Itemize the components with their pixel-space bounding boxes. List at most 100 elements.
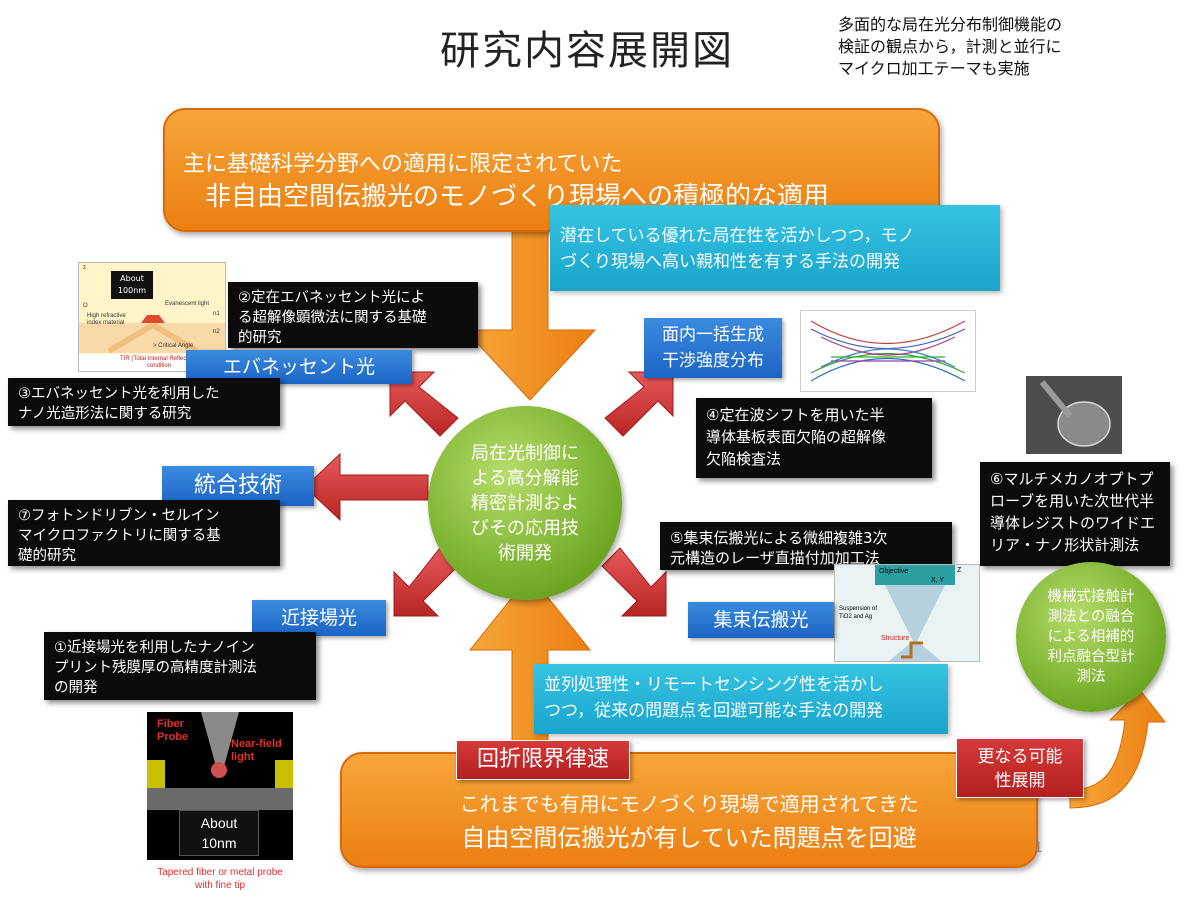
laser-suspension-label: Suspension of TiO2 and Ag: [839, 605, 877, 621]
near-field-light-line: Near-field: [231, 738, 282, 750]
fiber-caption: Tapered fiber or metal probe with fine t…: [130, 866, 310, 892]
research-box-7-line: ⑦フォトンドリブン・セルイン: [18, 508, 220, 524]
center-line: 精密計測およ: [471, 492, 579, 514]
tir-o-label: O: [83, 303, 88, 309]
center-line: 局在光制御に: [471, 442, 579, 464]
top-banner-line-1: 主に基礎科学分野への適用に限定されていた: [183, 152, 623, 177]
tir-caption-line: TIR (Total Internal Reflection): [119, 356, 199, 362]
bottom-cyan-line: つつ，従来の問題点を回避可能な手法の開発: [544, 701, 884, 721]
fiber-probe-label-line: Probe: [157, 731, 189, 743]
fiber-about-value: 10nm: [201, 835, 237, 851]
tir-n2-label: n2: [213, 329, 220, 335]
tir-high-index-line: High refractive: [87, 313, 126, 319]
tir-about-value: 100nm: [117, 286, 147, 295]
tir-critical-label: > Critical Angle: [153, 343, 194, 349]
interference-image: [800, 310, 976, 392]
laser-axes-label: X, Y: [931, 577, 945, 584]
research-box-7: ⑦フォトンドリブン・セルイン マイクロファクトリに関する基 礎的研究: [8, 500, 280, 566]
fiber-caption-line: Tapered fiber or metal probe: [157, 867, 283, 878]
research-box-1-line: プリント残膜厚の高精度計測法: [54, 660, 257, 676]
tir-caption: TIR (Total Internal Reflection) conditio…: [99, 356, 219, 370]
header-note: 多面的な局在光分布制御機能の 検証の観点から，計測と並行に マイクロ加工テーマも…: [838, 14, 1158, 80]
fiber-about-text: About: [200, 815, 238, 831]
laser-suspension-line: Suspension of: [839, 606, 878, 612]
interference-svg: [810, 320, 966, 382]
red-arrow-integration: [304, 452, 429, 522]
laser-structure-label: Structure: [881, 635, 910, 642]
tir-high-index-label: High refractive index material: [87, 313, 126, 327]
green-right-line: 利点融合型計: [1047, 649, 1135, 665]
research-box-4-line: 導体基板表面欠陥の超解像: [706, 428, 887, 446]
tir-n1-label: n1: [213, 311, 220, 317]
fiber-probe-label: Fiber Probe: [157, 718, 188, 744]
research-box-7-line: マイクロファクトリに関する基: [18, 528, 221, 544]
laser-writing-image: Objective X, Y Z Suspension of TiO2 and …: [834, 564, 980, 662]
top-cyan-line: づくり現場へ高い親和性を有する手法の開発: [560, 252, 900, 272]
tir-caption-line: condition: [146, 363, 172, 369]
research-box-1-line: の開発: [54, 680, 98, 696]
laser-objective-label: Objective: [879, 568, 909, 575]
laser-suspension-line: TiO2 and Ag: [839, 614, 873, 620]
laser-z-label: Z: [957, 567, 962, 574]
research-box-4-line: 欠陥検査法: [706, 450, 782, 468]
red-arrow-near-field: [393, 547, 459, 617]
diffraction-limit-label: 回折限界律速: [456, 740, 630, 780]
research-box-2: ②定在エバネッセント光によ る超解像顕微法に関する基礎 的研究: [228, 282, 478, 348]
probe-sem-svg: [1026, 376, 1122, 454]
note-line: 多面的な局在光分布制御機能の: [838, 15, 1063, 34]
research-box-4: ④定在波シフトを用いた半 導体基板表面欠陥の超解像 欠陥検査法: [696, 398, 932, 478]
research-box-6-line: リア・ナノ形状計測法: [990, 536, 1140, 554]
research-box-3-line: ③エバネッセント光を利用した: [18, 386, 220, 402]
research-box-2-line: 的研究: [238, 330, 282, 346]
label-in-plane-line: 面内一括生成: [662, 325, 764, 345]
tir-diagram-image: About 100nm Evanescent light High refrac…: [78, 262, 226, 372]
research-box-6-line: ローブを用いた次世代半: [990, 492, 1155, 510]
research-box-6: ⑥マルチメカノオプトプ ローブを用いた次世代半 導体レジストのワイドエ リア・ナ…: [980, 462, 1170, 566]
fiber-about-label: About 10nm: [179, 810, 259, 856]
green-right-circle: 機械式接触計 測法との融合 による相補的 利点融合型計 測法: [1016, 562, 1166, 712]
near-field-light-label: Near-field light: [231, 738, 282, 764]
research-box-1-line: ①近接場光を利用したナノイン: [54, 640, 255, 656]
top-cyan-box: 潜在している優れた局在性を活かしつつ，モノ づくり現場へ高い親和性を有する手法の…: [550, 205, 1000, 291]
probe-sem-image: [1026, 376, 1122, 454]
bottom-banner-line-2: 自由空間伝搬光が有していた問題点を回避: [461, 824, 917, 852]
bottom-banner-line-1: これまでも有用にモノづくり現場で適用されてきた: [459, 792, 919, 816]
fiber-probe-label-line: Fiber: [157, 718, 184, 730]
research-box-2-line: ②定在エバネッセント光によ: [238, 290, 425, 306]
future-label-line: 性展開: [994, 771, 1046, 791]
red-arrow-in-plane: [604, 371, 674, 437]
bottom-cyan-line: 並列処理性・リモートセンシング性を活かし: [544, 675, 884, 695]
tir-high-index-line: index material: [87, 320, 125, 326]
research-box-6-line: 導体レジストのワイドエ: [990, 514, 1156, 532]
label-in-plane: 面内一括生成 干渉強度分布: [644, 318, 782, 378]
curved-arrow: [1069, 689, 1167, 809]
top-cyan-line: 潜在している優れた局在性を活かしつつ，モノ: [560, 226, 915, 246]
future-label-line: 更なる可能: [977, 747, 1063, 767]
label-in-plane-line: 干渉強度分布: [662, 351, 764, 371]
green-right-line: 測法: [1076, 669, 1106, 685]
research-box-5-line: 元構造のレーザ直描付加加工法: [670, 549, 880, 567]
research-box-2-line: る超解像顕微法に関する基礎: [238, 310, 427, 326]
research-box-5-line: ⑤集束伝搬光による微細複雑3次: [670, 529, 888, 547]
down-arrow: [463, 224, 597, 401]
tir-about-text: About: [120, 274, 144, 283]
red-arrow-evanescent: [389, 371, 459, 437]
page-title: 研究内容展開図: [440, 28, 734, 74]
laser-writing-svg: [875, 565, 955, 661]
bottom-banner: これまでも有用にモノづくり現場で適用されてきた 自由空間伝搬光が有していた問題点…: [340, 752, 1038, 868]
research-box-4-line: ④定在波シフトを用いた半: [706, 406, 885, 424]
bottom-cyan-box: 並列処理性・リモートセンシング性を活かし つつ，従来の問題点を回避可能な手法の開…: [534, 664, 948, 734]
center-circle: 局在光制御に よる高分解能 精密計測およ びその応用技 術開発: [428, 406, 622, 600]
tir-evanescent-label: Evanescent light: [165, 301, 210, 307]
note-line: マイクロ加工テーマも実施: [838, 59, 1030, 78]
green-right-line: 測法との融合: [1047, 609, 1135, 625]
center-line: びその応用技: [471, 517, 579, 539]
green-right-line: による相補的: [1047, 629, 1135, 645]
tir-about-label: About 100nm: [111, 271, 153, 299]
label-focused: 集束伝搬光: [688, 602, 834, 638]
research-box-5: ⑤集束伝搬光による微細複雑3次 元構造のレーザ直描付加加工法: [660, 522, 952, 570]
fiber-probe-svg: [147, 712, 293, 810]
page-number: 1: [1034, 840, 1043, 856]
label-integration: 統合技術: [162, 466, 314, 506]
